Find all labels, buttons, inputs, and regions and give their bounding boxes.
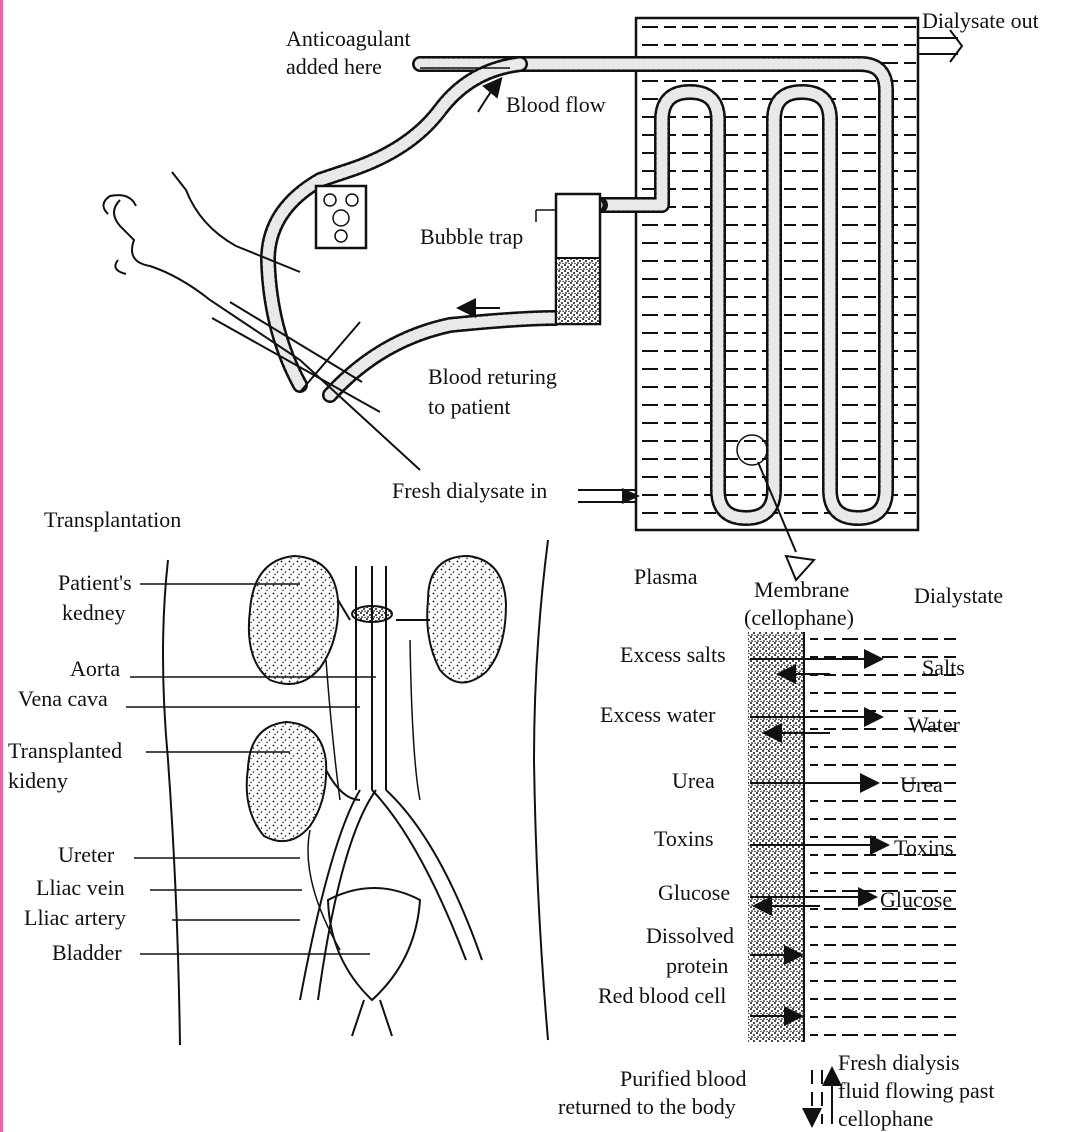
dissolved-label-2: protein xyxy=(666,953,728,978)
bubble-trap xyxy=(536,194,600,324)
urea-right-label: Urea xyxy=(900,772,943,797)
patients-kidney-label-2: kedney xyxy=(62,600,126,625)
red-blood-cell-label: Red blood cell xyxy=(598,983,726,1008)
plasma-label: Plasma xyxy=(634,564,698,589)
purified-label-1: Purified blood xyxy=(620,1066,747,1091)
iliac-artery-label: Lliac artery xyxy=(24,905,126,930)
toxins-right-label: Toxins xyxy=(894,835,954,860)
kidneys xyxy=(247,556,506,841)
ureter-label: Ureter xyxy=(58,842,115,867)
membrane-label-1: Membrane xyxy=(754,577,849,602)
anticoagulant-label-1: Anticoagulant xyxy=(286,26,411,51)
transplanted-label-1: Transplanted xyxy=(8,738,122,763)
fresh-fluid-label-3: cellophane xyxy=(838,1106,933,1131)
fresh-fluid-label-2: fluid flowing past xyxy=(838,1078,994,1103)
purified-label-2: returned to the body xyxy=(558,1094,736,1119)
glucose-right-label: Glucose xyxy=(880,887,952,912)
urea-left-label: Urea xyxy=(672,768,715,793)
blood-returning-label-2: to patient xyxy=(428,394,510,419)
bubble-trap-label: Bubble trap xyxy=(420,224,523,249)
transplanted-label-2: kideny xyxy=(8,768,68,793)
fresh-fluid-label-1: Fresh dialysis xyxy=(838,1050,960,1075)
salts-right-label: Salts xyxy=(922,655,965,680)
toxins-left-label: Toxins xyxy=(654,826,714,851)
dissolved-label-1: Dissolved xyxy=(646,923,734,948)
fresh-dialysate-label: Fresh dialysate in xyxy=(392,478,547,503)
membrane-label-2: (cellophane) xyxy=(744,605,854,630)
dialysate-label: Dialystate xyxy=(914,583,1003,608)
blood-returning-label-1: Blood returing xyxy=(428,364,557,389)
arm xyxy=(103,172,420,470)
transplantation-title: Transplantation xyxy=(44,507,181,532)
patients-kidney-label-1: Patient's xyxy=(58,570,132,595)
bladder xyxy=(328,888,420,1036)
iliac-vein-label: Lliac vein xyxy=(36,875,125,900)
excess-salts-label: Excess salts xyxy=(620,642,726,667)
dialysate-out-label: Dialysate out xyxy=(922,8,1039,33)
glucose-left-label: Glucose xyxy=(658,880,730,905)
blood-flow-label: Blood flow xyxy=(506,92,606,117)
aorta-label: Aorta xyxy=(70,656,120,681)
excess-water-label: Excess water xyxy=(600,702,716,727)
water-right-label: Water xyxy=(908,712,961,737)
bladder-label: Bladder xyxy=(52,940,122,965)
anticoagulant-label-2: added here xyxy=(286,54,382,79)
flow-legend-arrows xyxy=(812,1070,832,1124)
vena-cava-label: Vena cava xyxy=(18,686,108,711)
pump xyxy=(316,186,366,248)
